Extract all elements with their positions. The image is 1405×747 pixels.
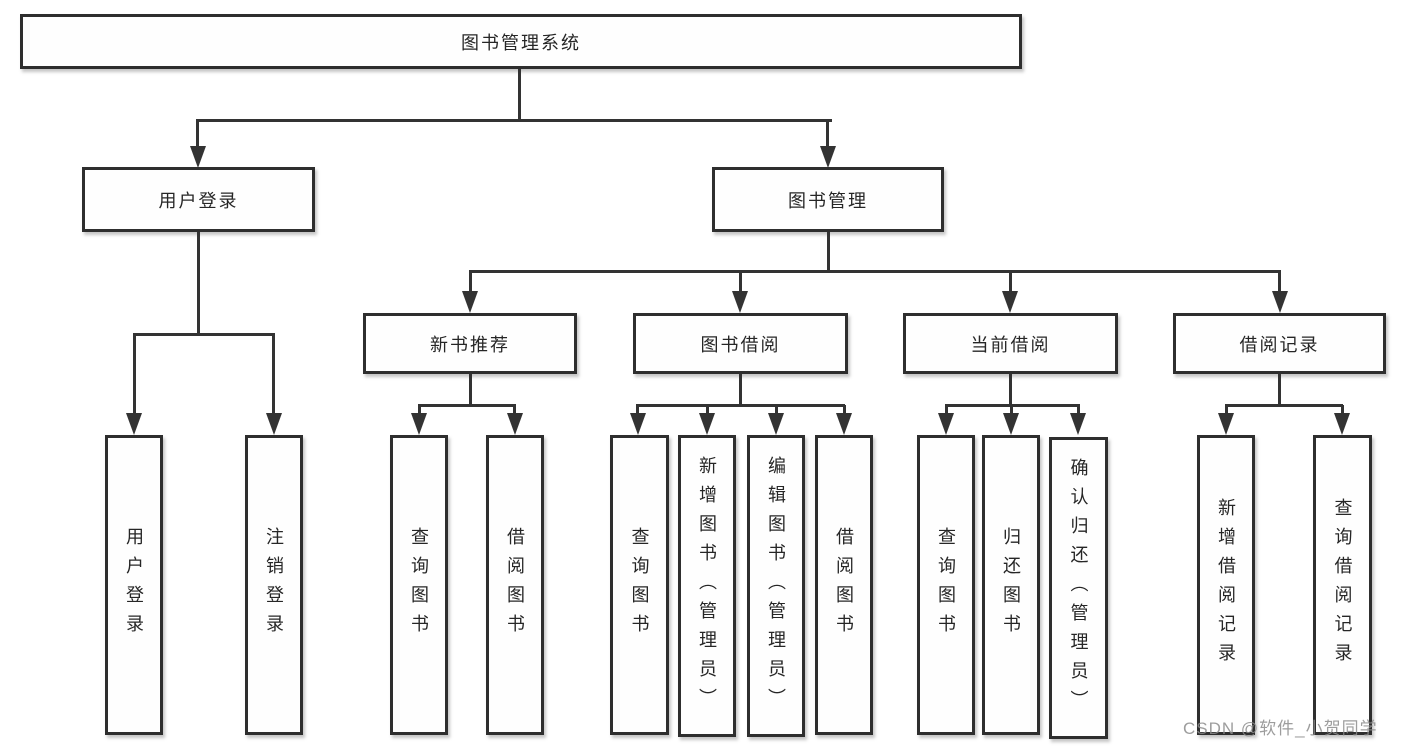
node-current-borrow: 当前借阅	[903, 313, 1118, 374]
leaf-new-books-borrow-label: 借阅图书	[505, 527, 525, 643]
connector-borrow-records-stem	[1278, 374, 1281, 406]
node-current-borrow-label: 当前借阅	[970, 334, 1051, 355]
connector-to-logout-stem	[272, 334, 275, 415]
node-new-books-label: 新书推荐	[430, 334, 510, 355]
arrow-to-leaf	[768, 413, 784, 435]
connector-leaf-stem	[1077, 405, 1080, 415]
connector-to-book-mgmt-stem	[826, 120, 829, 147]
node-new-books: 新书推荐	[363, 313, 577, 374]
connector-book-borrow-stem	[739, 374, 742, 406]
connector-leaf-stem	[1010, 405, 1013, 415]
leaf-user-login: 用户登录	[105, 435, 163, 735]
leaf-current-return: 归还图书	[982, 435, 1040, 735]
leaf-borrow-add-label: 新增图书（管理员）	[697, 455, 717, 717]
leaf-new-books-query: 查询图书	[390, 435, 448, 735]
leaf-borrow-add: 新增图书（管理员）	[678, 435, 736, 737]
connector-user-login-stem	[197, 232, 200, 335]
arrow-to-leaf	[1334, 413, 1350, 435]
arrow-to-leaf	[1003, 413, 1019, 435]
connector-new-books-stem	[469, 374, 472, 406]
leaf-borrow-query: 查询图书	[610, 435, 669, 735]
leaf-current-query: 查询图书	[917, 435, 975, 735]
arrow-to-new-books	[462, 291, 478, 313]
arrow-to-records	[1272, 291, 1288, 313]
leaf-borrow-borrow: 借阅图书	[815, 435, 873, 735]
connector-user-login-split	[133, 333, 275, 336]
connector-borrow-records-split	[1225, 404, 1343, 407]
leaf-new-books-query-label: 查询图书	[409, 527, 429, 643]
connector-current-borrow-stem	[1009, 374, 1012, 406]
connector-leaf-stem	[1225, 405, 1228, 415]
connector-root-stem	[518, 69, 521, 120]
connector-root-split	[196, 119, 832, 122]
node-book-borrow: 图书借阅	[633, 313, 848, 374]
connector-leaf-stem	[775, 405, 778, 415]
connector-leaf-stem	[843, 405, 846, 415]
leaf-current-confirm-label: 确认归还（管理员）	[1068, 457, 1089, 719]
connector-to-records-stem	[1278, 271, 1281, 292]
leaf-borrow-edit: 编辑图书（管理员）	[747, 435, 805, 737]
connector-leaf-stem	[513, 405, 516, 415]
leaf-logout: 注销登录	[245, 435, 303, 735]
connector-leaf-stem	[1341, 405, 1344, 415]
leaf-records-add: 新增借阅记录	[1197, 435, 1255, 735]
node-book-mgmt: 图书管理	[712, 167, 944, 232]
arrow-to-leaf	[507, 413, 523, 435]
leaf-current-query-label: 查询图书	[936, 527, 956, 643]
arrow-to-book-mgmt	[820, 146, 836, 168]
connector-to-borrow-stem	[739, 271, 742, 292]
leaf-borrow-borrow-label: 借阅图书	[834, 527, 854, 643]
arrow-to-leaf	[630, 413, 646, 435]
connector-to-current-stem	[1009, 271, 1012, 292]
node-borrow-records-label: 借阅记录	[1239, 334, 1320, 355]
arrow-to-leaf	[411, 413, 427, 435]
connector-new-books-split	[418, 404, 516, 407]
connector-leaf-stem	[706, 405, 709, 415]
connector-to-login-stem	[133, 334, 136, 415]
leaf-records-query: 查询借阅记录	[1313, 435, 1372, 735]
arrow-to-login	[126, 413, 142, 435]
arrow-to-current	[1002, 291, 1018, 313]
watermark: CSDN @软件_小贺同学	[1183, 719, 1378, 738]
connector-book-mgmt-stem	[827, 232, 830, 272]
connector-to-user-login-stem	[196, 120, 199, 147]
arrow-to-leaf	[938, 413, 954, 435]
node-root-label: 图书管理系统	[461, 32, 581, 53]
leaf-user-login-label: 用户登录	[124, 527, 144, 643]
node-book-borrow-label: 图书借阅	[700, 334, 781, 355]
leaf-records-add-label: 新增借阅记录	[1216, 498, 1236, 672]
leaf-borrow-query-label: 查询图书	[629, 527, 650, 643]
arrow-to-leaf	[1070, 413, 1086, 435]
arrow-to-leaf	[836, 413, 852, 435]
connector-book-mgmt-split	[469, 270, 1281, 273]
arrow-to-leaf	[1218, 413, 1234, 435]
leaf-records-query-label: 查询借阅记录	[1332, 498, 1353, 672]
leaf-logout-label: 注销登录	[264, 527, 284, 643]
leaf-borrow-edit-label: 编辑图书（管理员）	[766, 455, 786, 717]
arrow-to-logout	[266, 413, 282, 435]
arrow-to-borrow	[732, 291, 748, 313]
node-root: 图书管理系统	[20, 14, 1022, 69]
connector-to-new-books-stem	[469, 271, 472, 292]
node-user-login-label: 用户登录	[158, 190, 239, 211]
arrow-to-leaf	[699, 413, 715, 435]
connector-book-borrow-split	[636, 404, 845, 407]
connector-leaf-stem	[636, 405, 639, 415]
leaf-current-return-label: 归还图书	[1001, 527, 1021, 643]
leaf-new-books-borrow: 借阅图书	[486, 435, 544, 735]
leaf-current-confirm: 确认归还（管理员）	[1049, 437, 1108, 739]
node-user-login: 用户登录	[82, 167, 315, 232]
node-borrow-records: 借阅记录	[1173, 313, 1386, 374]
arrow-to-user-login	[190, 146, 206, 168]
connector-leaf-stem	[945, 405, 948, 415]
connector-leaf-stem	[418, 405, 421, 415]
node-book-mgmt-label: 图书管理	[788, 190, 868, 211]
